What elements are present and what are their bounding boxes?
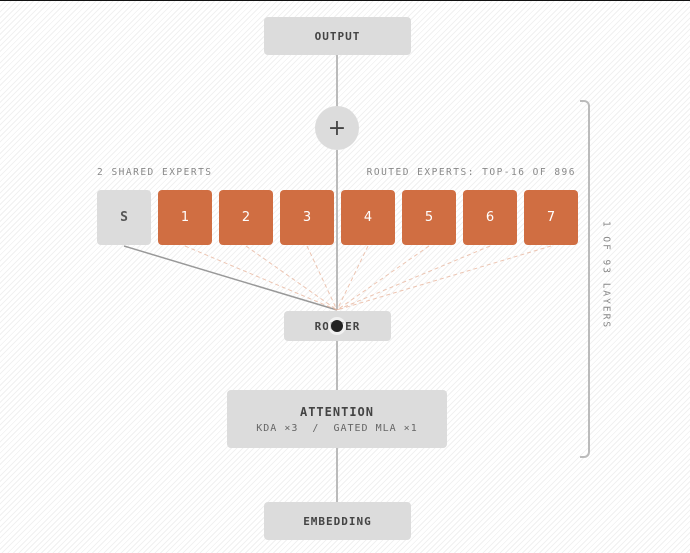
routed-expert-label: 2 [241, 210, 251, 225]
shared-expert-label: S [120, 210, 128, 225]
shared-route-line [123, 245, 338, 311]
routed-expert-label: 4 [363, 210, 373, 225]
router-dot-icon [331, 320, 343, 332]
attention-subtitle: KDA ×3 / GATED MLA ×1 [256, 422, 418, 434]
routed-expert-5: 5 [402, 190, 456, 245]
output-label: OUTPUT [314, 29, 361, 43]
routed-expert-label: 6 [485, 210, 495, 225]
routed-experts-caption: ROUTED EXPERTS: TOP-16 OF 896 [366, 167, 576, 178]
plus-icon: + [327, 115, 347, 141]
routed-expert-label: 1 [180, 210, 190, 225]
sum-node: + [315, 106, 359, 150]
routed-expert-4: 4 [341, 190, 395, 245]
routed-expert-7: 7 [524, 190, 578, 245]
layer-bracket [580, 100, 590, 458]
routed-expert-label: 3 [302, 210, 312, 225]
attention-block: ATTENTION KDA ×3 / GATED MLA ×1 [227, 390, 447, 448]
attention-title: ATTENTION [299, 404, 375, 419]
embedding-label: EMBEDDING [303, 514, 372, 528]
shared-experts-caption: 2 SHARED EXPERTS [97, 167, 213, 178]
routed-expert-2: 2 [219, 190, 273, 245]
routed-expert-1: 1 [158, 190, 212, 245]
shared-expert: S [97, 190, 151, 245]
output-block: OUTPUT [264, 17, 411, 55]
embedding-block: EMBEDDING [264, 502, 411, 540]
top-border [0, 0, 690, 1]
layer-count-label: 1 OF 93 LAYERS [600, 220, 612, 330]
routed-fan-lines [184, 245, 552, 311]
routed-expert-6: 6 [463, 190, 517, 245]
routed-expert-label: 5 [424, 210, 434, 225]
routed-expert-label: 7 [546, 210, 556, 225]
routed-expert-3: 3 [280, 190, 334, 245]
